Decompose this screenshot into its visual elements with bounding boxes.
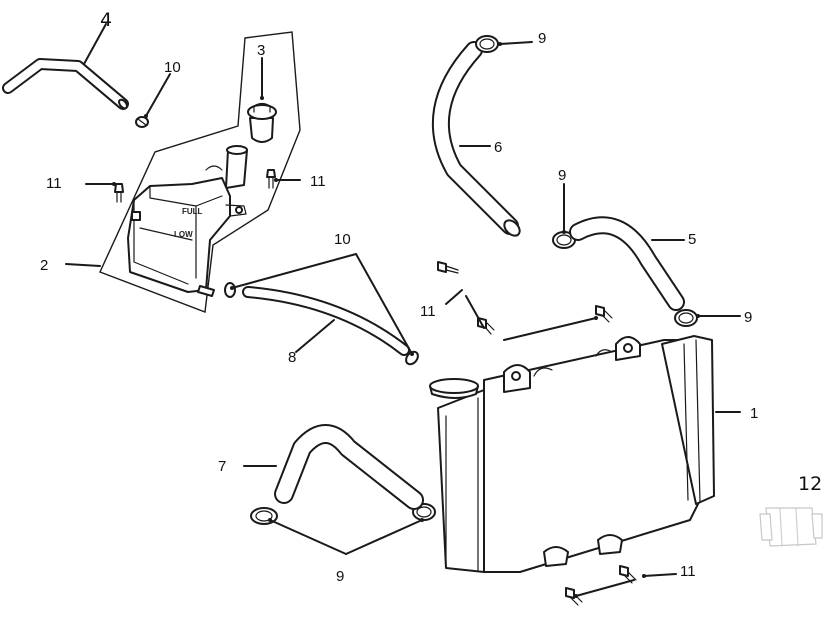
callout-11-bottom: 11 [680,563,696,580]
callout-4: 4 [100,9,112,31]
breather-hose [224,282,419,366]
bolt-left [114,183,124,203]
lower-radiator-hose [274,424,424,510]
hose-clamp-top [475,35,499,53]
upper-radiator-hose [431,41,521,237]
coolant-reservoir-tank: FULL LOW [127,145,248,297]
callout-3: 3 [257,42,265,59]
callout-2: 2 [40,257,48,274]
callout-7: 7 [218,458,226,475]
tank-low-mark: LOW [174,230,193,239]
bolt-center-lower [477,317,495,335]
callout-11-left: 11 [46,175,62,192]
hose-clamp-right [674,309,698,327]
callout-5: 5 [688,231,696,248]
bolt-center-upper [437,261,459,274]
callout-9-mid: 9 [558,167,566,184]
fitting-ghost [759,507,823,547]
tank-full-mark: FULL [182,207,203,216]
callout-10-top: 10 [164,59,181,76]
leader-dots [112,42,700,598]
overflow-pipe [2,58,129,110]
callout-8: 8 [288,349,296,366]
radiator-hose-right [569,216,685,311]
callout-11-tank: 11 [310,173,326,190]
callout-9-top: 9 [538,30,546,47]
callout-12: 12 [798,473,822,495]
reservoir-group-frame [99,31,301,313]
callout-11-center: 11 [420,303,436,320]
small-hose-clamp-top [135,116,149,128]
callout-1: 1 [750,405,758,422]
bolt-tank [266,169,276,189]
callout-9-bottom: 9 [336,568,344,585]
leader-lines [65,23,741,597]
callout-6: 6 [494,139,502,156]
reservoir-cap [247,102,277,143]
callout-9-right: 9 [744,309,752,326]
bolt-radiator-top [595,305,613,323]
bolt-bottom-left [565,587,583,606]
callout-10-mid: 10 [334,231,351,248]
radiator [429,335,715,573]
